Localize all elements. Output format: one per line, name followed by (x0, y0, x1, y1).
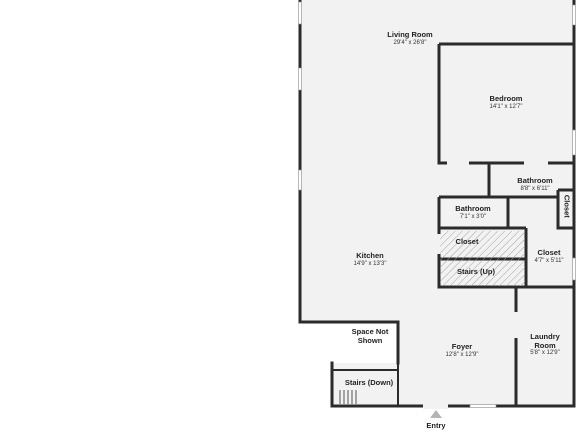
closet-3-name: Closet (537, 248, 561, 257)
closet-1-label: Closet (562, 181, 571, 231)
closet-3-label: Closet 4'7" x 5'11" (524, 248, 574, 265)
bathroom-2-dims: 7'1" x 3'0" (459, 213, 487, 220)
foyer-dims: 12'8" x 12'9" (445, 351, 479, 358)
stairs-up-area (440, 231, 525, 286)
bedroom-label: Bedroom 14'1" x 12'7" (466, 94, 546, 111)
bedroom-name: Bedroom (489, 94, 523, 103)
laundry-room-dims: 5'8" x 12'9" (530, 350, 560, 357)
entry-arrow-icon (430, 410, 442, 418)
bathroom-1-dims: 8'8" x 6'11" (520, 185, 550, 192)
kitchen-dims: 14'9" x 13'3" (353, 260, 387, 267)
kitchen-label: Kitchen 14'9" x 13'3" (330, 251, 410, 268)
entry-label: Entry (410, 421, 462, 431)
bedroom-door[interactable] (447, 161, 469, 165)
bedroom-door-2[interactable] (524, 161, 548, 165)
entry-door[interactable] (423, 404, 448, 409)
bathroom-2-label: Bathroom 7'1" x 3'0" (438, 204, 508, 221)
bedroom-dims: 14'1" x 12'7" (489, 103, 523, 110)
bathroom-2-name: Bathroom (455, 204, 491, 213)
space-not-shown-name: Space Not Shown (351, 327, 389, 345)
bathroom-1-name: Bathroom (517, 176, 553, 185)
living-room-dims: 29'4" x 26'8" (393, 39, 427, 46)
closet-3-dims: 4'7" x 5'11" (534, 257, 564, 264)
closet-door[interactable] (437, 234, 441, 254)
laundry-room-label: Laundry Room 5'8" x 12'9" (519, 332, 571, 357)
stairs-down-name: Stairs (Down) (344, 378, 394, 387)
kitchen-name: Kitchen (356, 251, 384, 260)
living-room-label: Living Room 29'4" x 26'8" (370, 30, 450, 47)
closet-1-name: Closet (562, 194, 572, 218)
stairs-down-label: Stairs (Down) (338, 378, 400, 388)
stairs-down-treads (332, 363, 399, 406)
floor-area (300, 0, 574, 406)
living-room-name: Living Room (387, 30, 433, 39)
laundry-door[interactable] (514, 312, 518, 338)
space-not-shown-label: Space Not Shown (345, 327, 395, 345)
closet-2-name: Closet (455, 237, 479, 246)
bathroom-1-label: Bathroom 8'8" x 6'11" (500, 176, 570, 193)
stairs-up-label: Stairs (Up) (446, 267, 506, 277)
foyer-name: Foyer (451, 342, 473, 351)
foyer-label: Foyer 12'8" x 12'9" (422, 342, 502, 359)
outer-walls (298, 0, 576, 408)
entry-name: Entry (426, 421, 446, 430)
laundry-room-name: Laundry Room (530, 332, 560, 350)
stairs-up-name: Stairs (Up) (457, 267, 495, 276)
closet-2-label: Closet (441, 237, 493, 247)
